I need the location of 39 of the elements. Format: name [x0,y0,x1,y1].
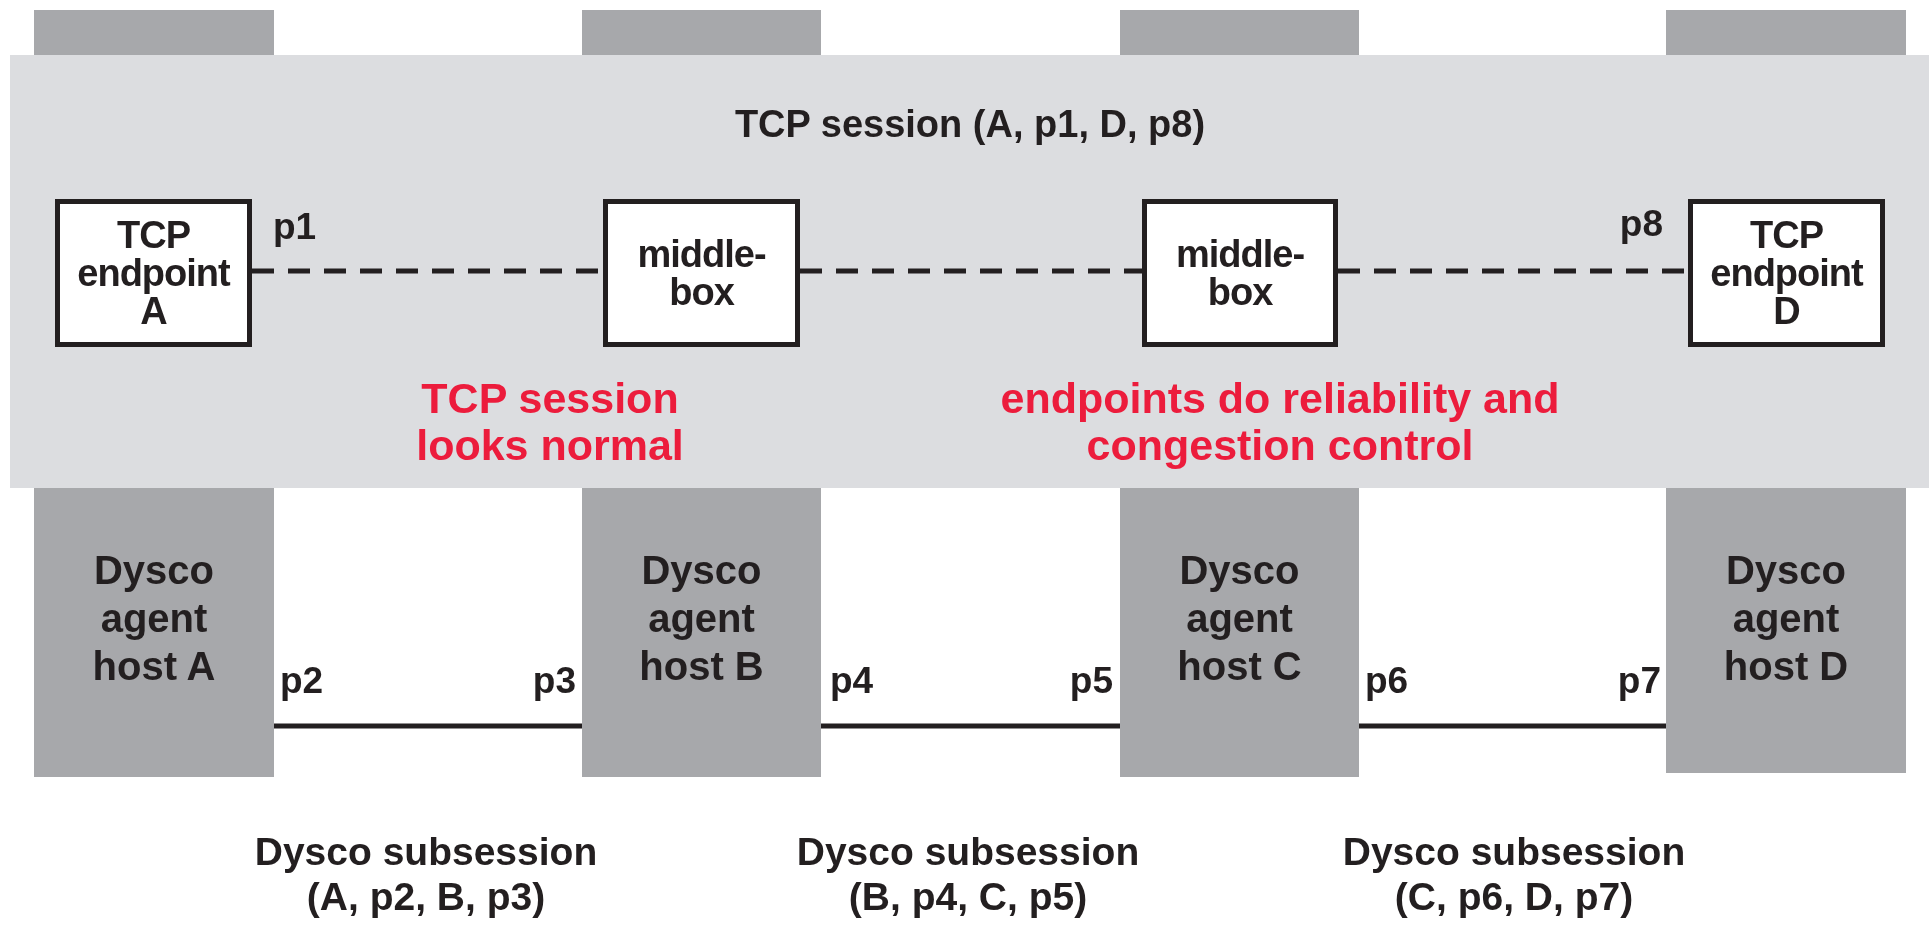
connector-line [1359,723,1666,729]
session-title: TCP session (A, p1, D, p8) [733,104,1207,146]
annotation-note: TCP session looks normal [415,375,685,470]
host-column [1666,488,1906,773]
subsession-label: Dysco subsession (B, p4, C, p5) [795,830,1141,920]
host-column [582,488,821,777]
port-label: p5 [1069,660,1113,703]
component-box [1688,199,1885,347]
host-column [1120,488,1359,777]
column-top [1120,10,1359,55]
host-label: Dysco agent host C [1176,547,1303,690]
port-label: p7 [1617,660,1661,703]
port-label: p8 [1619,203,1663,246]
host-column [34,488,274,777]
port-label: p3 [532,660,576,703]
connector-line [274,723,582,729]
column-top [582,10,821,55]
host-label: Dysco agent host D [1722,547,1850,690]
column-top [34,10,274,55]
connector-line [821,723,1120,729]
port-label: p2 [280,660,324,703]
port-label: p1 [273,206,317,249]
component-box [603,199,800,347]
port-label: p6 [1365,660,1409,703]
box-label: TCP endpoint A [77,216,230,330]
host-label: Dysco agent host B [638,547,765,690]
host-label: Dysco agent host A [91,547,217,690]
port-label: p4 [830,660,874,703]
component-box [1142,199,1338,347]
column-top [1666,10,1906,55]
box-label: middle-box [1175,235,1305,311]
box-label: middle-box [637,235,766,311]
subsession-label: Dysco subsession (C, p6, D, p7) [1341,830,1687,920]
session-band [10,55,1929,488]
dashed-connector [800,268,1142,274]
box-label: TCP endpoint D [1710,216,1863,330]
annotation-note: endpoints do reliability and congestion control [1000,375,1560,470]
component-box [55,199,252,347]
subsession-label: Dysco subsession (A, p2, B, p3) [253,830,599,920]
